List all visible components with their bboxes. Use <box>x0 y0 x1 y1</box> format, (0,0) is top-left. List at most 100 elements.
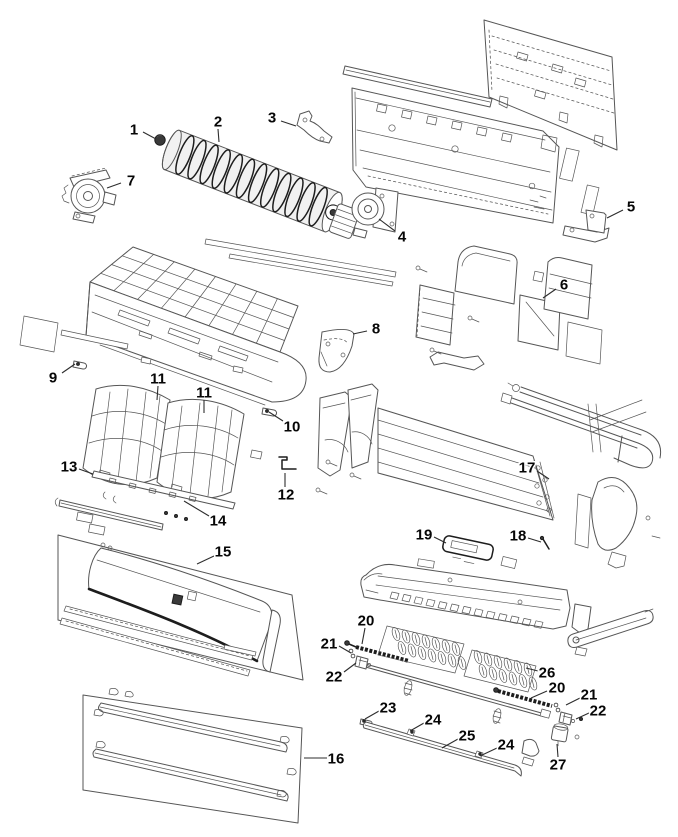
small-clamp-b <box>232 365 244 374</box>
louver-motor-27 <box>550 723 580 747</box>
discharge-grille-assembly <box>360 558 592 634</box>
callout-label-4: 4 <box>398 228 407 245</box>
callout-leader-24 <box>409 722 425 732</box>
fan-ribs <box>175 134 328 227</box>
louver-clips <box>93 687 297 798</box>
callout-leader-26 <box>525 667 539 672</box>
vane-set-left-26 <box>377 625 468 674</box>
small-clamp-a <box>140 356 152 365</box>
grille-grid <box>100 254 294 344</box>
fixing-pin-18 <box>539 535 550 550</box>
coil-side-plates <box>315 383 379 495</box>
callout-leader-25 <box>441 738 459 749</box>
sensor-strip-13-14 <box>91 470 236 521</box>
callout-label-19: 19 <box>416 526 433 543</box>
support-arm <box>567 608 654 657</box>
bearing-left-22 <box>354 655 371 670</box>
callout-label-21: 21 <box>581 686 598 703</box>
callout-leader-2 <box>217 128 220 143</box>
callout-label-1: 1 <box>130 121 138 138</box>
display-unit-19 <box>442 535 494 564</box>
callout-leader-6 <box>542 288 557 299</box>
callout-leader-17 <box>536 470 550 480</box>
callout-label-11: 11 <box>150 370 166 387</box>
callout-leader-22 <box>343 662 357 673</box>
callout-label-10: 10 <box>284 418 301 435</box>
callout-leader-19 <box>433 536 447 544</box>
fan-motor-4 <box>328 187 399 239</box>
louver-blade-lower <box>92 748 289 802</box>
panel-end-cap <box>262 609 281 673</box>
callout-leader-15 <box>196 555 215 565</box>
callout-leader-20 <box>530 690 548 699</box>
main-chassis <box>351 87 560 224</box>
callout-leader-3 <box>280 120 297 127</box>
spring-b <box>492 708 502 724</box>
insulation-strips <box>204 238 397 287</box>
callout-leader-8 <box>352 330 368 335</box>
clip-9 <box>72 360 88 370</box>
callout-leader-23 <box>364 710 380 720</box>
label-slip <box>500 556 518 569</box>
callout-label-8: 8 <box>372 320 380 337</box>
callout-label-26: 26 <box>539 664 556 681</box>
callout-leader-27 <box>556 743 559 758</box>
callout-leader-21 <box>565 697 581 706</box>
thin-slat-left <box>60 329 129 350</box>
lower-strip <box>54 497 164 536</box>
rear-mounting-plate <box>483 19 618 151</box>
callout-leader-24 <box>479 747 498 757</box>
fan-bracket-3 <box>296 110 333 144</box>
pin-right-21 <box>553 702 561 713</box>
callout-label-16: 16 <box>328 750 345 767</box>
crossflow-fan-2 <box>161 129 343 233</box>
callout-leader-7 <box>106 182 122 189</box>
callout-label-5: 5 <box>627 198 635 215</box>
callout-leader-1 <box>142 131 157 140</box>
callout-leader-10 <box>268 411 284 422</box>
louver-blade-upper <box>98 702 288 753</box>
spring-a <box>403 680 413 696</box>
step-motor-assembly-7 <box>61 167 117 224</box>
callout-label-14: 14 <box>210 512 227 529</box>
callout-label-12: 12 <box>278 486 295 503</box>
callout-leader-11 <box>156 385 159 401</box>
callout-label-23: 23 <box>380 699 397 716</box>
refrigerant-pipes <box>500 382 662 469</box>
callout-label-11: 11 <box>196 384 212 401</box>
filter-clip <box>250 449 263 460</box>
drain-cap-wire-12 <box>278 456 297 470</box>
louver-support-bracket <box>521 738 540 767</box>
callout-label-18: 18 <box>510 527 527 544</box>
air-filter-right-11 <box>156 398 245 500</box>
side-bracket-8 <box>318 328 355 373</box>
louver-link-rod <box>361 662 551 724</box>
air-filter-left-11 <box>82 384 171 486</box>
callout-label-7: 7 <box>127 172 135 189</box>
coil-body <box>377 407 554 521</box>
callout-label-9: 9 <box>49 369 57 386</box>
callout-label-13: 13 <box>61 458 78 475</box>
pin-left-21 <box>348 648 356 659</box>
evaporator-group-17 <box>315 382 662 569</box>
front-grille-body <box>85 246 307 406</box>
chassis-side-labels <box>559 147 600 216</box>
bottom-louver-box-16 <box>82 687 303 824</box>
electrical-box-group-6 <box>415 245 603 371</box>
callout-label-25: 25 <box>459 727 476 744</box>
callout-label-22: 22 <box>590 702 607 719</box>
callout-label-22: 22 <box>326 668 343 685</box>
callout-leader-20 <box>361 627 366 645</box>
callout-leader-13 <box>78 468 94 475</box>
callout-label-15: 15 <box>215 543 232 560</box>
hinge-24-left <box>406 728 416 737</box>
side-sheet-left <box>19 315 59 353</box>
louver-shaft-right-20 <box>493 687 553 708</box>
callout-label-27: 27 <box>550 756 567 773</box>
callout-label-17: 17 <box>519 459 536 476</box>
mounting-bracket-5 <box>562 209 610 243</box>
bearing-right-22 <box>558 711 583 726</box>
